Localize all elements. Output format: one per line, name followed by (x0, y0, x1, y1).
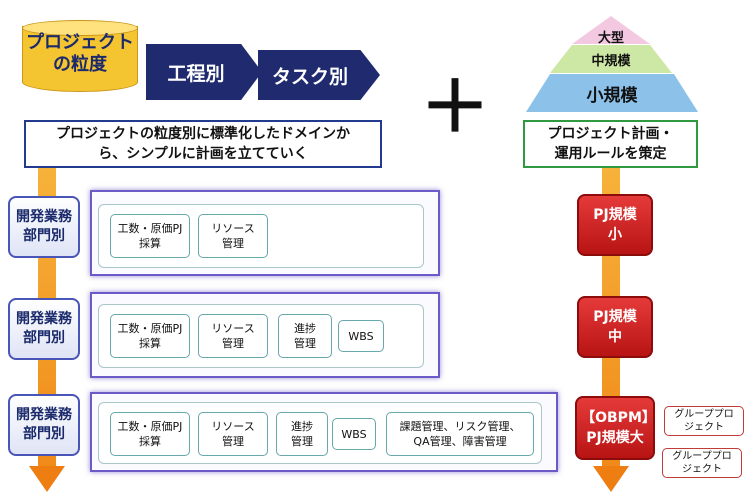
chip-wbs-3: WBS (332, 418, 376, 450)
left-description-box: プロジェクトの粒度別に標準化したドメインから、シンプルに計画を立てていく (24, 120, 382, 168)
right-arrow-head (593, 466, 629, 492)
pyramid-bottom: 小規模 (526, 74, 698, 112)
dept-box-3: 開発業務部門別 (8, 394, 80, 456)
group-project-1-label: グループプロジェクト (674, 409, 734, 433)
group-project-1: グループプロジェクト (664, 406, 744, 436)
pyramid-top: 大型 (572, 16, 650, 44)
task-chevron: タスク別 (258, 50, 380, 100)
task-chevron-label: タスク別 (271, 65, 348, 88)
dept-label-3: 開発業務部門別 (16, 407, 72, 442)
chip-cost-3: 工数・原価PJ採算 (110, 412, 190, 456)
chip-progress-3-label: 進捗管理 (291, 420, 313, 448)
chip-progress-3: 進捗管理 (276, 412, 328, 456)
pyramid-bottom-label: 小規模 (586, 85, 638, 106)
process-chevron-label: 工程別 (167, 62, 225, 85)
group-project-2: グループプロジェクト (662, 448, 742, 478)
cylinder-label-line2: の粒度 (53, 54, 107, 75)
chip-cost-1: 工数・原価PJ採算 (110, 214, 190, 258)
granularity-cylinder-top (22, 20, 138, 36)
pj-size-medium-label: PJ規模中 (593, 309, 637, 345)
process-chevron: 工程別 (146, 44, 262, 100)
group-project-2-label: グループプロジェクト (672, 451, 732, 475)
chip-cost-2-label: 工数・原価PJ採算 (117, 322, 183, 350)
chip-progress-2: 進捗管理 (278, 314, 332, 358)
chip-resource-2-label: リソース管理 (211, 322, 255, 350)
dept-label-2: 開発業務部門別 (16, 311, 72, 346)
cylinder-label-line1: プロジェクト (26, 32, 134, 53)
pj-size-large: 【OBPM】PJ規模大 (575, 396, 655, 460)
right-description: プロジェクト計画・運用ルールを策定 (547, 126, 674, 162)
pj-size-small: PJ規模小 (577, 194, 653, 256)
chip-resource-1: リソース管理 (198, 214, 268, 258)
pyramid-middle-label: 中規模 (591, 53, 631, 69)
chip-resource-3: リソース管理 (198, 412, 268, 456)
chip-issue-risk-qa-3: 課題管理、リスク管理、QA管理、障害管理 (386, 412, 534, 456)
plus-sign: ＋ (420, 66, 490, 148)
chip-resource-3-label: リソース管理 (211, 420, 255, 448)
dept-label-1: 開発業務部門別 (16, 209, 72, 244)
chip-resource-1-label: リソース管理 (211, 222, 255, 250)
chip-cost-1-label: 工数・原価PJ採算 (117, 222, 183, 250)
chip-wbs-2-label: WBS (348, 329, 374, 343)
chip-issue-risk-qa-3-label: 課題管理、リスク管理、QA管理、障害管理 (399, 420, 521, 448)
pyramid-middle: 中規模 (550, 45, 672, 73)
pj-size-small-label: PJ規模小 (593, 207, 637, 243)
granularity-cylinder-label: プロジェクト の粒度 (22, 32, 138, 76)
chip-cost-3-label: 工数・原価PJ採算 (117, 420, 183, 448)
chip-wbs-2: WBS (338, 320, 384, 352)
chip-progress-2-label: 進捗管理 (294, 322, 316, 350)
pj-size-medium: PJ規模中 (577, 296, 653, 358)
dept-box-2: 開発業務部門別 (8, 298, 80, 360)
right-description-box: プロジェクト計画・運用ルールを策定 (523, 120, 698, 168)
dept-box-1: 開発業務部門別 (8, 196, 80, 258)
pyramid-top-label: 大型 (597, 30, 624, 46)
left-description: プロジェクトの粒度別に標準化したドメインから、シンプルに計画を立てていく (56, 126, 350, 162)
chip-cost-2: 工数・原価PJ採算 (110, 314, 190, 358)
left-arrow-head (29, 466, 65, 492)
pj-size-large-label: 【OBPM】PJ規模大 (581, 410, 649, 446)
chip-resource-2: リソース管理 (198, 314, 268, 358)
chip-wbs-3-label: WBS (341, 427, 367, 441)
